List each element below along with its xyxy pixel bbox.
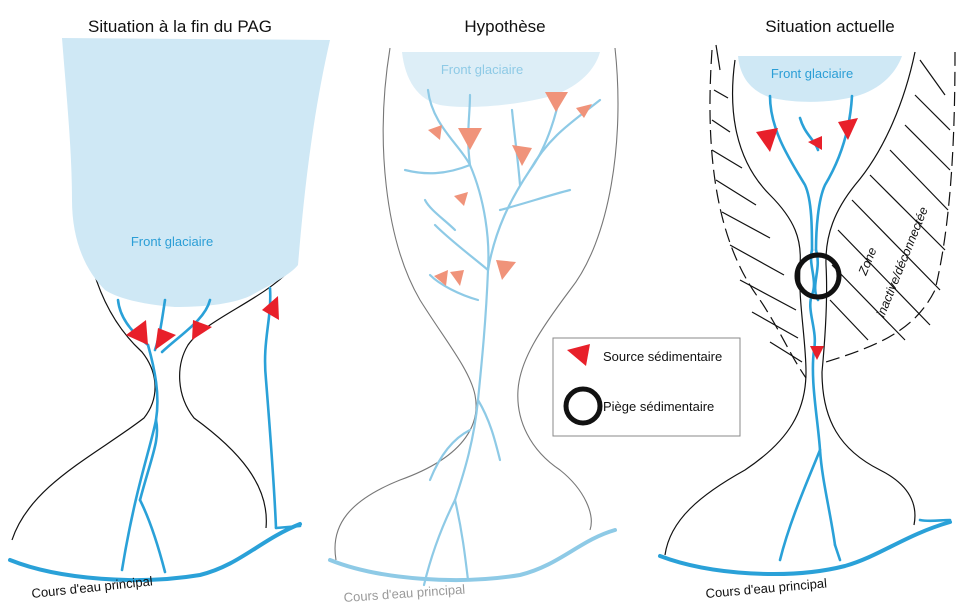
front-label-middle: Front glaciaire [441, 62, 523, 77]
source-marker [458, 128, 482, 150]
valley-inner-left [733, 60, 806, 372]
sources-middle [428, 92, 592, 286]
panel-left: Front glaciaire Cours d'eau principal [10, 38, 330, 601]
main-river-left [10, 524, 300, 580]
glacier-left [62, 38, 330, 307]
source-marker [126, 320, 148, 345]
source-marker [428, 125, 442, 140]
valley-outline-middle-left [335, 48, 476, 560]
front-label-left: Front glaciaire [131, 234, 213, 249]
source-marker [838, 118, 858, 140]
source-marker [756, 128, 778, 152]
panel-middle: Front glaciaire [330, 48, 618, 603]
source-marker [545, 92, 568, 112]
streams-right [770, 96, 950, 560]
valley-lower-right [822, 372, 915, 525]
legend: Source sédimentaire Piège sédimentaire [553, 338, 740, 436]
river-label-right: Cours d'eau principal [705, 575, 828, 601]
title-left: Situation à la fin du PAG [88, 17, 272, 36]
source-marker [496, 260, 516, 280]
legend-source-label: Source sédimentaire [603, 349, 722, 364]
source-marker [192, 320, 212, 340]
source-marker [454, 192, 468, 206]
main-river-middle [330, 530, 615, 580]
front-label-right: Front glaciaire [771, 66, 853, 81]
valley-outline-middle-right [518, 48, 618, 530]
panel-right: Zone inactive/déconnectée Front glaciair… [660, 45, 955, 601]
zone-label-line1: Zone [855, 245, 879, 278]
legend-trap-label: Piège sédimentaire [603, 399, 714, 414]
title-middle: Hypothèse [464, 17, 545, 36]
source-marker [512, 145, 532, 166]
glacier-middle [402, 52, 600, 107]
source-marker [450, 270, 464, 286]
title-right: Situation actuelle [765, 17, 894, 36]
source-marker [155, 328, 176, 350]
river-label-middle: Cours d'eau principal [343, 582, 466, 603]
sources-right [756, 118, 858, 360]
main-river-right [660, 522, 950, 574]
zone-label-line2: inactive/déconnectée [874, 205, 931, 319]
